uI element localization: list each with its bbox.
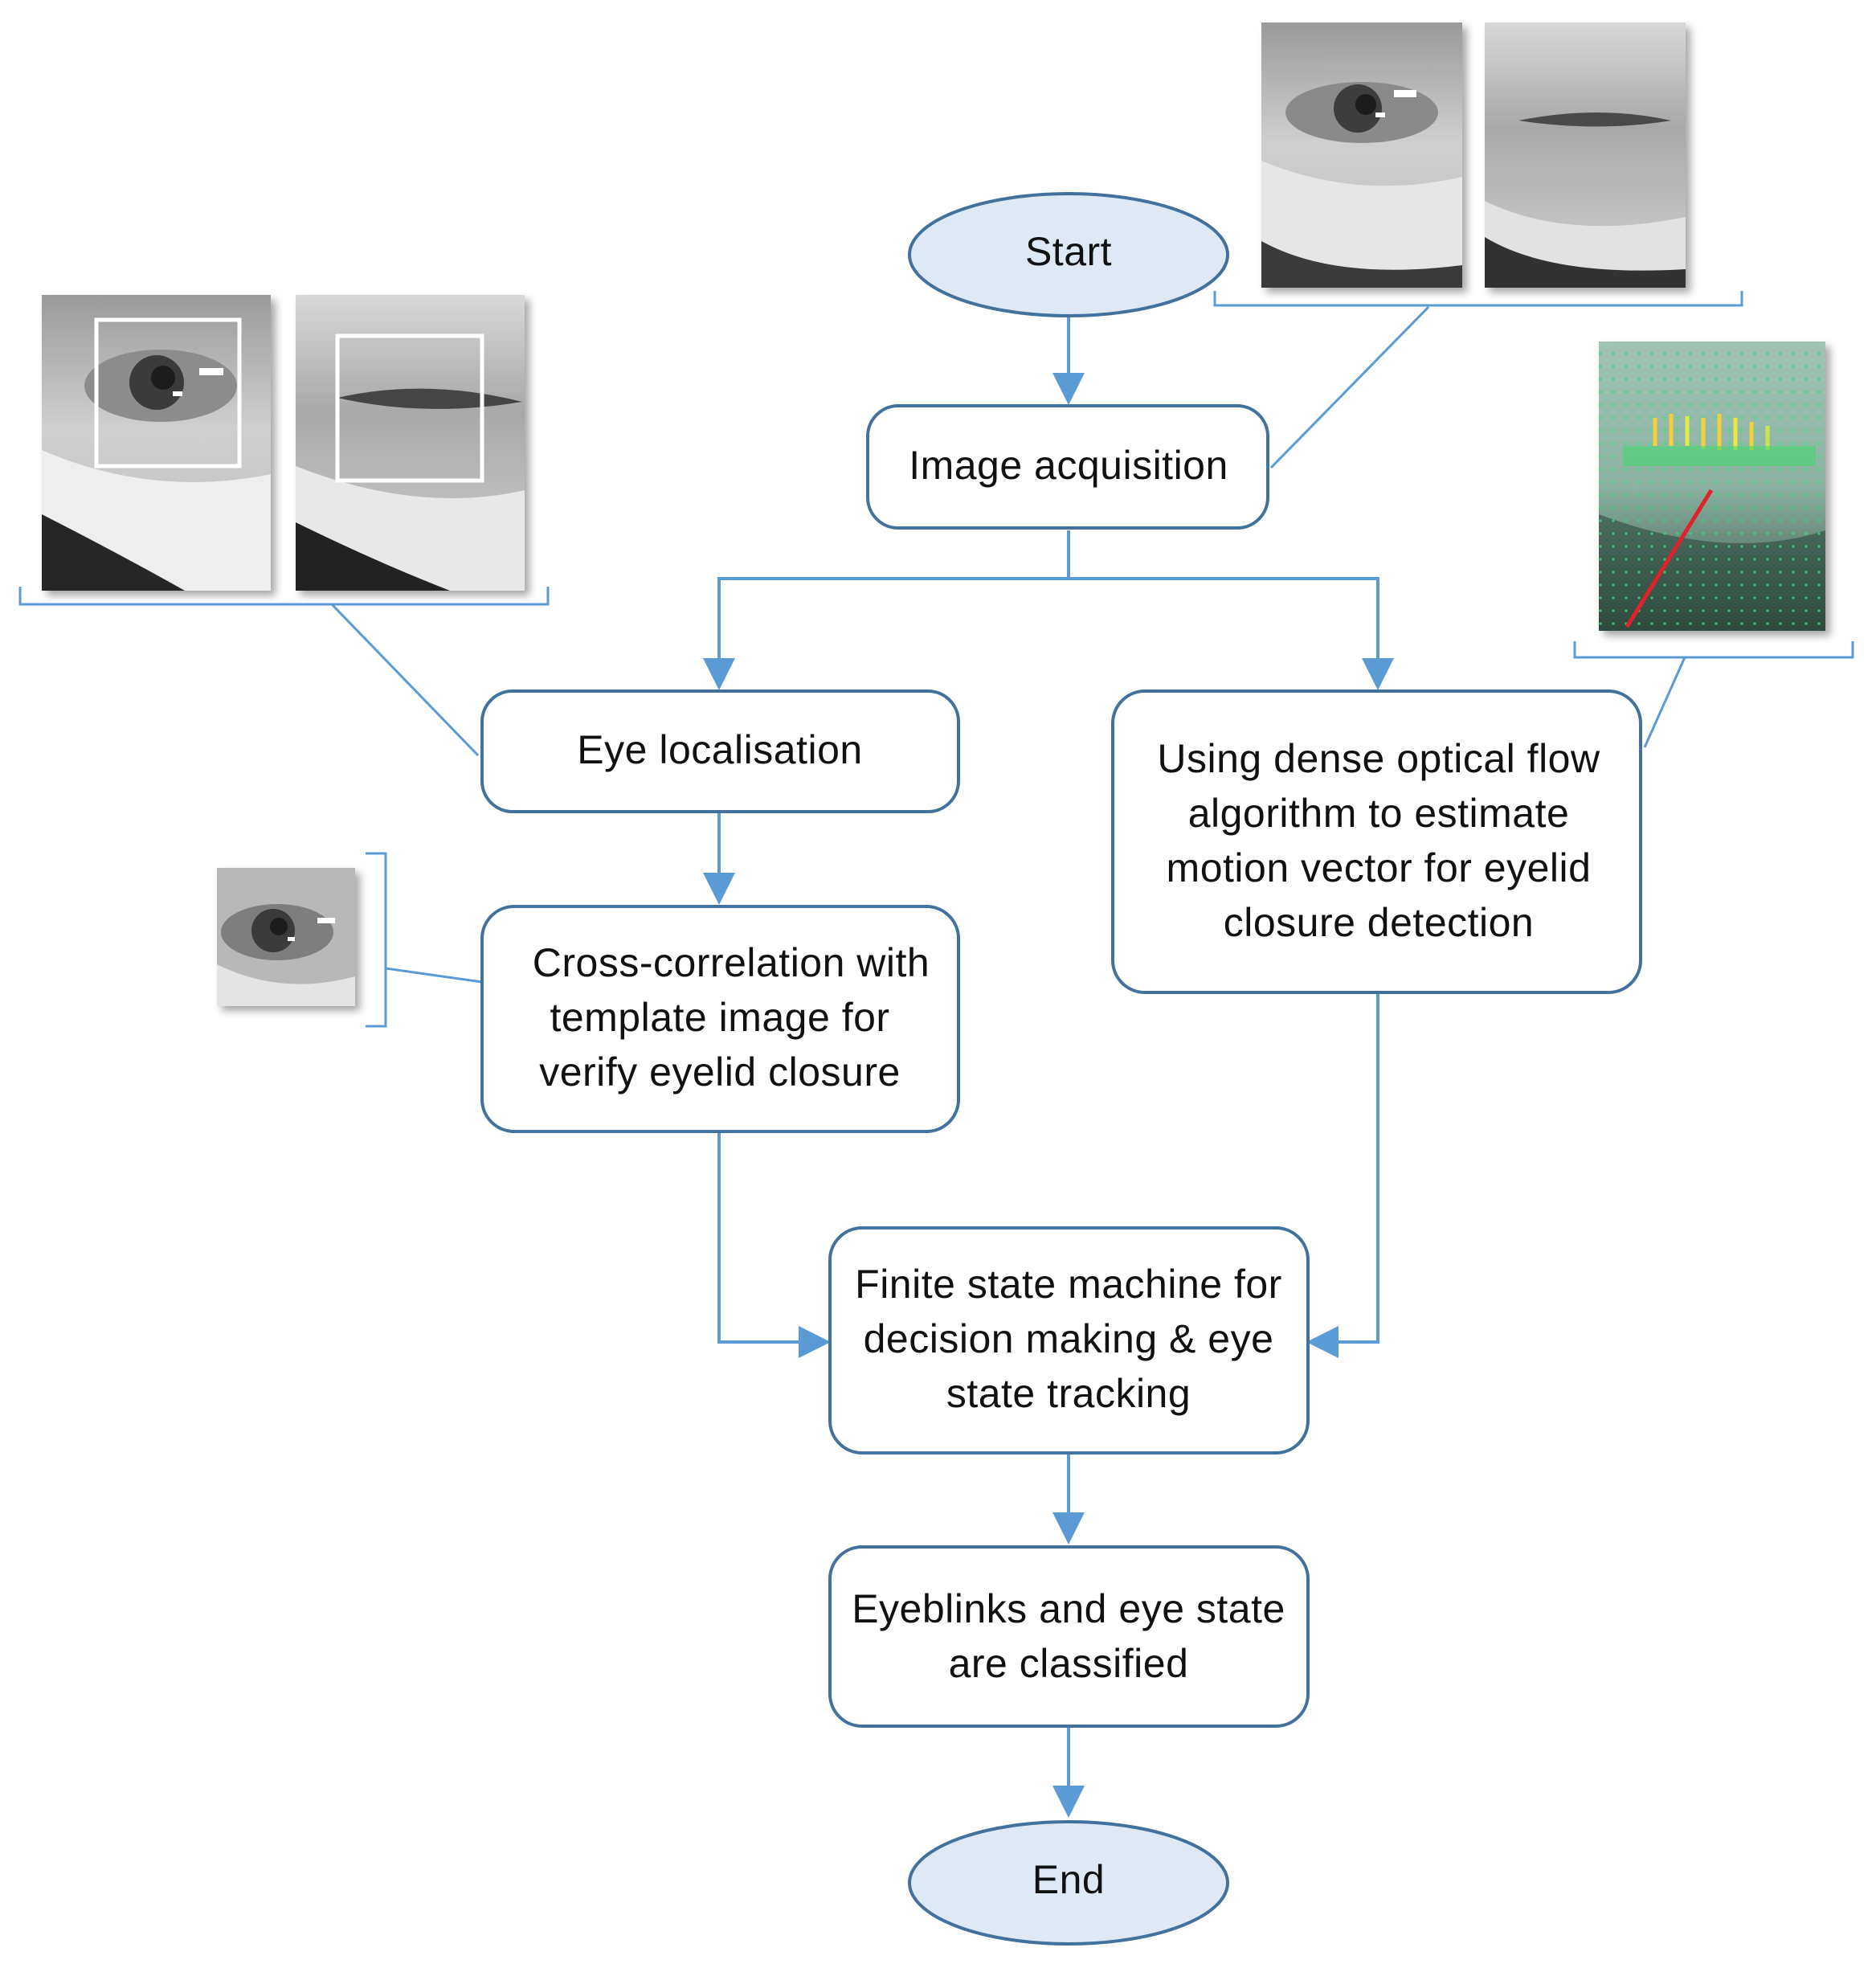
leader-acquisition [1269,305,1430,469]
acquisition-frames [1261,23,1686,288]
localisation-frames [42,295,525,591]
node-finite-state-machine: Finite state machine for decision making… [828,1226,1310,1455]
leader-template [385,967,483,984]
node-end: End [908,1820,1229,1946]
open-eye-photo [1261,23,1462,288]
eye-localisation-label: Eye localisation [577,727,862,772]
bracket-acquisition-frames [1213,291,1743,307]
end-label: End [1032,1857,1105,1902]
arrow-acquisition-to-optical-flow [1069,577,1394,690]
node-cross-correlation: Cross-correlation with template image fo… [480,905,960,1133]
cross-correlation-line-1: Cross-correlation with [533,940,930,985]
fsm-line-2: decision making & eye [864,1316,1274,1361]
callouts [18,291,1854,1028]
fsm-line-1: Finite state machine for [855,1262,1282,1307]
arrow-cross-correlation-to-fsm [717,1133,831,1358]
cross-correlation-line-3: verify eyelid closure [539,1050,901,1095]
image-acquisition-label: Image acquisition [909,443,1228,488]
optical-flow-line-2: algorithm to estimate [1188,791,1570,836]
classified-line-1: Eyeblinks and eye state [852,1586,1285,1631]
cross-correlation-line-2: template image for [550,995,889,1040]
optical-flow-line-4: closure detection [1224,900,1535,945]
start-label: Start [1025,229,1112,274]
optical-flow-vector-photo [1599,342,1825,631]
node-eye-localisation: Eye localisation [480,689,960,813]
open-eye-with-box-photo [42,295,271,591]
closed-eye-with-box-photo [296,295,525,591]
arrow-acquisition-to-localisation [703,530,1070,690]
node-classified: Eyeblinks and eye state are classified [828,1545,1310,1728]
leader-localisation [330,603,480,757]
optical-flow-line-3: motion vector for eyelid [1167,845,1592,890]
node-image-acquisition: Image acquisition [866,404,1269,530]
eye-template-photo [217,868,355,1006]
fsm-line-3: state tracking [946,1371,1191,1416]
optical-flow-line-1: Using dense optical flow [1157,736,1600,781]
bracket-localisation-frames [18,587,550,606]
classified-line-2: are classified [949,1641,1189,1686]
bracket-optical-flow-field [1573,641,1854,659]
node-start: Start [908,192,1229,317]
leader-optical-flow [1643,657,1686,748]
bracket-template [366,852,387,1028]
closed-eye-photo [1485,23,1686,288]
arrow-optical-flow-to-fsm [1306,994,1379,1358]
node-optical-flow: Using dense optical flow algorithm to es… [1111,689,1642,994]
connectors [703,317,1394,1818]
